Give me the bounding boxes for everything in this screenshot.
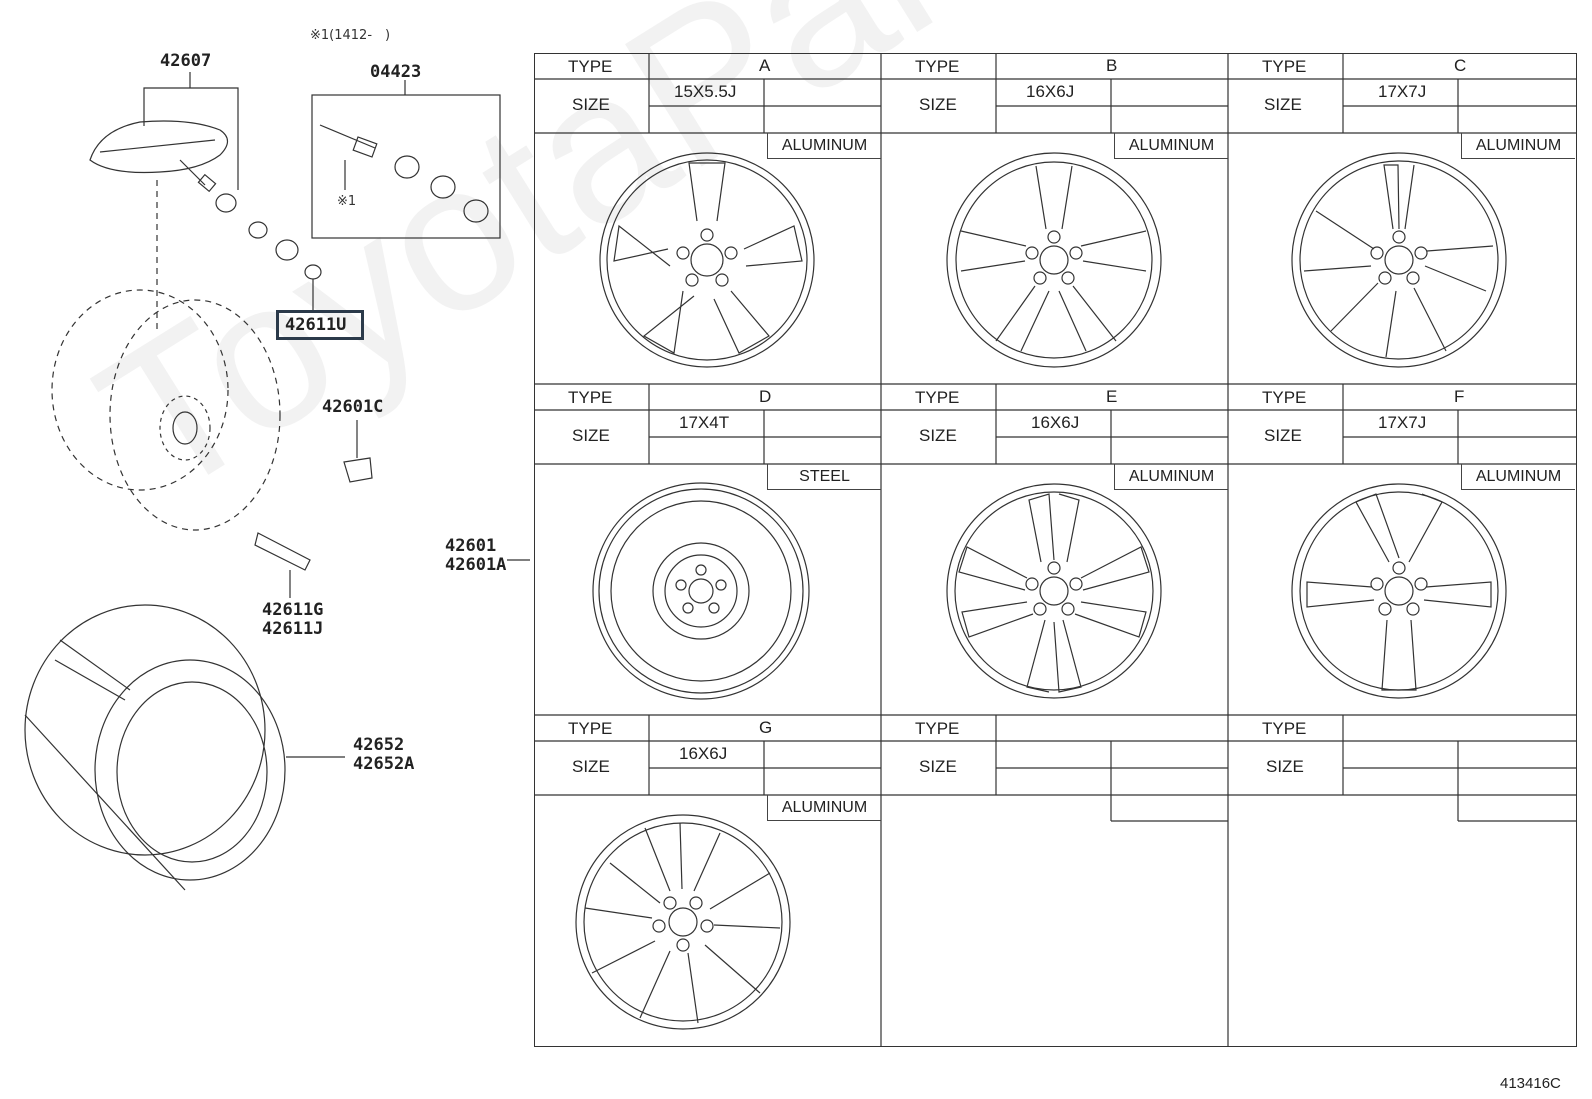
material-label: ALUMINUM	[1461, 133, 1575, 159]
table-lines	[534, 384, 882, 716]
material-label: ALUMINUM	[1114, 133, 1228, 159]
size-label: SIZE	[919, 95, 957, 114]
size-label: SIZE	[919, 426, 957, 445]
type-label: TYPE	[1262, 719, 1307, 738]
material-label: ALUMINUM	[767, 795, 881, 821]
size-value: 17X7J	[1378, 413, 1427, 432]
type-value: E	[1106, 387, 1118, 406]
type-value: C	[1454, 56, 1467, 75]
valve-kit-drawing	[311, 80, 501, 239]
table-lines	[534, 715, 882, 1047]
type-label: TYPE	[568, 57, 613, 76]
type-value: A	[759, 56, 771, 75]
material-label: ALUMINUM	[1114, 464, 1228, 490]
size-label: SIZE	[919, 757, 957, 776]
part-label-42652a[interactable]: 42652A	[353, 754, 415, 774]
material-label: ALUMINUM	[767, 133, 881, 159]
kit-note: ※1	[337, 194, 357, 209]
part-label-42652[interactable]: 42652	[353, 735, 405, 755]
size-label: SIZE	[1264, 95, 1302, 114]
size-label: SIZE	[572, 757, 610, 776]
wheel-f-icon	[1291, 483, 1507, 699]
type-label: TYPE	[915, 57, 960, 76]
table-lines	[534, 53, 882, 385]
table-lines	[1228, 715, 1577, 822]
type-label: TYPE	[1262, 388, 1307, 407]
size-value: 16X6J	[679, 744, 728, 763]
part-label-42607[interactable]: 42607	[160, 51, 212, 71]
table-lines	[1228, 53, 1577, 385]
wheel-type-table	[534, 53, 1577, 1047]
size-value: 15X5.5J	[674, 82, 737, 101]
valve-stem-drawing	[254, 532, 311, 598]
size-value: 16X6J	[1026, 82, 1075, 101]
size-value: 17X7J	[1378, 82, 1427, 101]
type-label: TYPE	[1262, 57, 1307, 76]
type-label: TYPE	[915, 388, 960, 407]
type-label: TYPE	[915, 719, 960, 738]
table-lines	[881, 384, 1229, 716]
wheel-cell-empty-1: TYPE SIZE	[881, 715, 1229, 1047]
material-label: STEEL	[767, 464, 881, 490]
wheel-e-icon	[946, 483, 1162, 699]
wheel-cell-b[interactable]: TYPE B SIZE 16X6J ALUMINUM	[881, 53, 1229, 385]
size-label: SIZE	[572, 426, 610, 445]
part-label-04423[interactable]: 04423	[370, 62, 422, 82]
size-value: 17X4T	[679, 413, 730, 432]
part-label-42611g[interactable]: 42611G	[262, 600, 324, 620]
part-label-42601[interactable]: 42601	[445, 536, 497, 556]
wheel-b-icon	[946, 152, 1162, 368]
part-label-42611j[interactable]: 42611J	[262, 619, 324, 639]
material-label: ALUMINUM	[1461, 464, 1575, 490]
wheel-c-icon	[1291, 152, 1507, 368]
wheel-cell-f[interactable]: TYPE F SIZE 17X7J ALUMINUM	[1228, 384, 1577, 716]
wheel-cell-d[interactable]: TYPE D SIZE 17X4T STEEL	[534, 384, 882, 716]
type-label: TYPE	[568, 719, 613, 738]
highlight-box-42611u[interactable]	[276, 310, 364, 340]
wheel-d-icon	[592, 482, 810, 700]
table-lines	[1228, 384, 1577, 716]
size-value: 16X6J	[1031, 413, 1080, 432]
wheel-cell-g[interactable]: TYPE G SIZE 16X6J ALUMINUM	[534, 715, 882, 1047]
type-value: F	[1454, 387, 1465, 406]
part-label-42611u[interactable]: 42611U	[285, 315, 347, 335]
tire-wheel-assembly-drawing	[51, 289, 530, 561]
tpms-sensor-drawing	[89, 72, 322, 330]
lug-nut-drawing	[343, 420, 373, 483]
parts-drawing	[24, 72, 530, 891]
wheel-g-icon	[575, 814, 791, 1030]
type-value: B	[1106, 56, 1118, 75]
size-label: SIZE	[572, 95, 610, 114]
type-value: D	[759, 387, 772, 406]
wheel-a-icon	[599, 152, 815, 368]
type-label: TYPE	[568, 388, 613, 407]
part-label-42601a[interactable]: 42601A	[445, 555, 507, 575]
wheel-cell-empty-2: TYPE SIZE	[1228, 715, 1577, 1046]
size-label: SIZE	[1266, 757, 1304, 776]
size-label: SIZE	[1264, 426, 1302, 445]
part-label-42601c[interactable]: 42601C	[322, 397, 384, 417]
serial-note: ※1(1412- )	[310, 28, 391, 43]
wheel-cell-a[interactable]: TYPE A SIZE 15X5.5J ALUMINUM	[534, 53, 882, 385]
type-value: G	[759, 718, 773, 737]
diagram-id: 413416C	[1500, 1075, 1561, 1092]
tire-drawing	[24, 604, 345, 891]
wheel-cell-e[interactable]: TYPE E SIZE 16X6J ALUMINUM	[881, 384, 1229, 716]
table-lines	[881, 715, 1229, 1047]
table-lines	[881, 53, 1229, 385]
wheel-cell-c[interactable]: TYPE C SIZE 17X7J ALUMINUM	[1228, 53, 1577, 385]
